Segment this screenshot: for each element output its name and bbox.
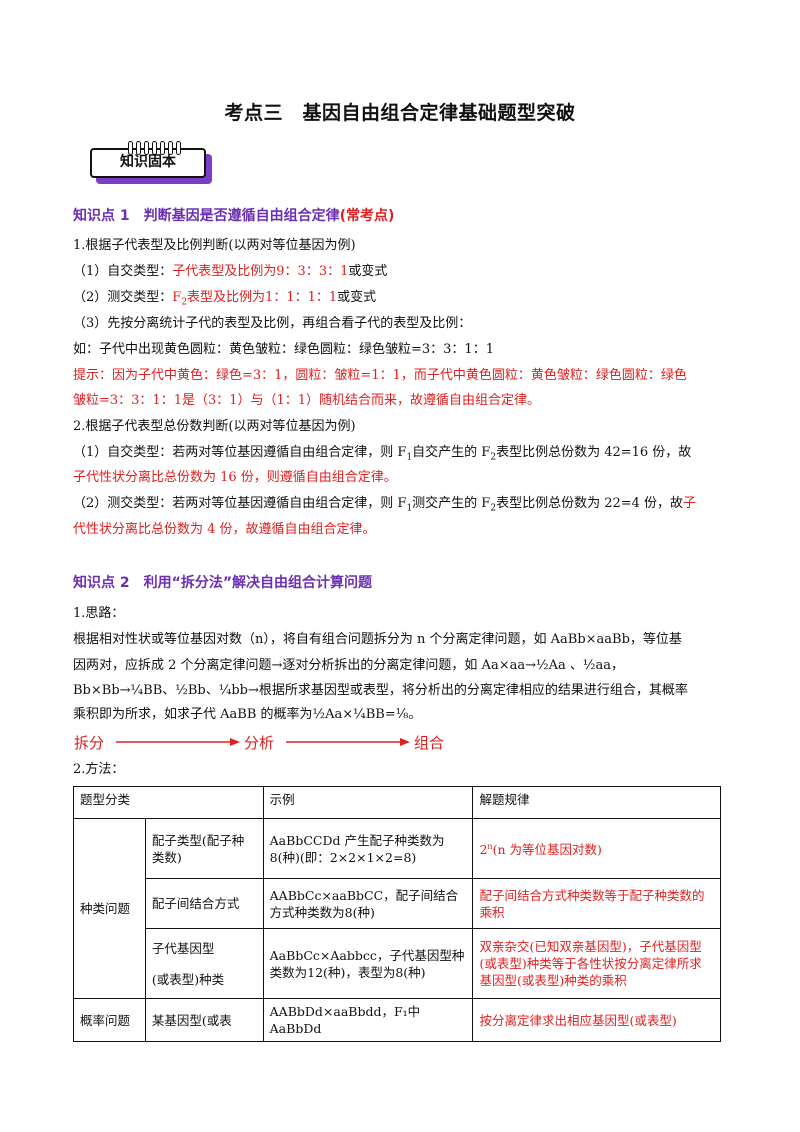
table-cell: 2n(n 为等位基因对数) [472, 818, 721, 879]
arrow-right-icon [286, 738, 410, 746]
kp1-line: （2）测交类型：若两对等位基因遵循自由组合定律，则 F1测交产生的 F2表型比例… [73, 496, 697, 514]
kp1-line: 如：子代中出现黄色圆粒：黄色皱粒：绿色圆粒：绿色皱粒=3：3：1：1 [73, 342, 494, 357]
kp2-line: 根据相对性状或等位基因对数（n），将自有组合问题拆分为 n 个分离定律问题，如 … [73, 632, 682, 647]
table-cell: AABbCc×aaBbCC，配子间结合方式种类数为8(种) [262, 878, 474, 929]
table-cell: AaBbCCDd 产生配子种类数为8(种)(即：2×2×1×2=8) [262, 818, 474, 879]
kp2-line: 2.方法： [73, 762, 125, 777]
table-cell: 某基因型(或表 [144, 998, 264, 1042]
kp2-line: Bb×Bb→¼BB、½Bb、¼bb→根据所求基因型或表型，将分析出的分离定律相应… [73, 683, 688, 698]
table-header: 解题规律 [472, 786, 721, 819]
kp1-hint: 皱粒=3：3：1：1是（3：1）与（1：1）随机结合而来，故遵循自由组合定律。 [73, 393, 541, 408]
kp1-line: （3）先按分离统计子代的表型及比例，再组合看子代的表型及比例： [73, 316, 472, 331]
kp1-line: （2）测交类型：F2表型及比例为1：1：1：1或变式 [73, 290, 377, 308]
kp1-line: 2.根据子代表型总份数判断(以两对等位基因为例) [73, 419, 356, 434]
kp1-line: 1.根据子代表型及比例判断(以两对等位基因为例) [73, 238, 356, 253]
table-group-label: 种类问题 [73, 818, 146, 999]
flow-step: 组合 [414, 734, 445, 752]
table-header-row: 题型分类 示例 解题规律 [73, 786, 721, 819]
notebook-rings-icon [128, 140, 198, 155]
table-cell: 配子间结合方式 [144, 878, 264, 929]
table-row: 配子间结合方式 AABbCc×aaBbCC，配子间结合方式种类数为8(种) 配子… [74, 878, 721, 929]
method-flow: 拆分 分析 组合 [74, 730, 454, 754]
method-table: 题型分类 示例 解题规律 种类问题 配子类型(配子种类数) AaBbCCDd 产… [73, 786, 721, 1042]
page-title: 考点三 基因自由组合定律基础题型突破 [224, 102, 576, 124]
table-header: 题型分类 [73, 786, 264, 819]
flow-step: 分析 [244, 734, 275, 752]
table-row: 种类问题 配子类型(配子种类数) AaBbCCDd 产生配子种类数为8(种)(即… [73, 818, 721, 999]
table-row: 概率问题 某基因型(或表 AABbDd×aaBbdd，F₁中 AaBbDd 按分… [73, 998, 721, 1042]
table-row: 子代基因型(或表型)种类 AaBbCc×Aabbcc，子代基因型种类数为12(种… [74, 928, 721, 999]
kp1-line: （1）自交类型：子代表型及比例为9：3：3：1或变式 [73, 264, 388, 279]
kp1-line: 子代性状分离比总份数为 16 份，则遵循自由组合定律。 [73, 470, 397, 485]
kp1-line: （1）自交类型：若两对等位基因遵循自由组合定律，则 F1自交产生的 F2表型比例… [73, 445, 692, 463]
kp1-line: 代性状分离比总份数为 4 份，故遵循自由组合定律。 [73, 522, 376, 537]
table-header: 示例 [262, 786, 474, 819]
kp1-hint: 提示：因为子代中黄色：绿色=3：1，圆粒：皱粒=1：1，而子代中黄色圆粒：黄色皱… [73, 368, 687, 383]
table-cell: 子代基因型(或表型)种类 [144, 928, 264, 999]
flow-step: 拆分 [74, 734, 105, 752]
section-badge: 知识固本 [90, 140, 212, 184]
table-cell: AABbDd×aaBbdd，F₁中 AaBbDd [262, 998, 474, 1042]
table-cell: 配子间结合方式种类数等于配子种类数的乘积 [472, 878, 721, 929]
kp1-heading-tag: (常考点) [339, 208, 395, 224]
kp2-line: 因两对，应拆成 2 个分离定律问题→逐对分析拆出的分离定律问题，如 Aa×aa→… [73, 658, 624, 673]
kp2-line: 1.思路： [73, 606, 125, 621]
kp2-line: 乘积即为所求，如求子代 AaBB 的概率为½Aa×¼BB=⅛。 [73, 707, 422, 722]
arrow-right-icon [116, 738, 240, 746]
table-group-label: 概率问题 [73, 998, 146, 1042]
kp2-heading: 知识点 2 利用“拆分法”解决自由组合计算问题 [73, 575, 373, 591]
badge-label: 知识固本 [120, 154, 176, 170]
table-cell: AaBbCc×Aabbcc，子代基因型种类数为12(种)，表型为8(种) [262, 928, 474, 999]
table-cell: 双亲杂交(已知双亲基因型)，子代基因型(或表型)种类等于各性状按分离定律所求基因… [472, 928, 721, 999]
table-cell: 按分离定律求出相应基因型(或表型) [472, 998, 721, 1042]
kp1-heading: 知识点 1 判断基因是否遵循自由组合定律(常考点) [73, 208, 395, 224]
table-cell: 配子类型(配子种类数) [144, 818, 264, 879]
